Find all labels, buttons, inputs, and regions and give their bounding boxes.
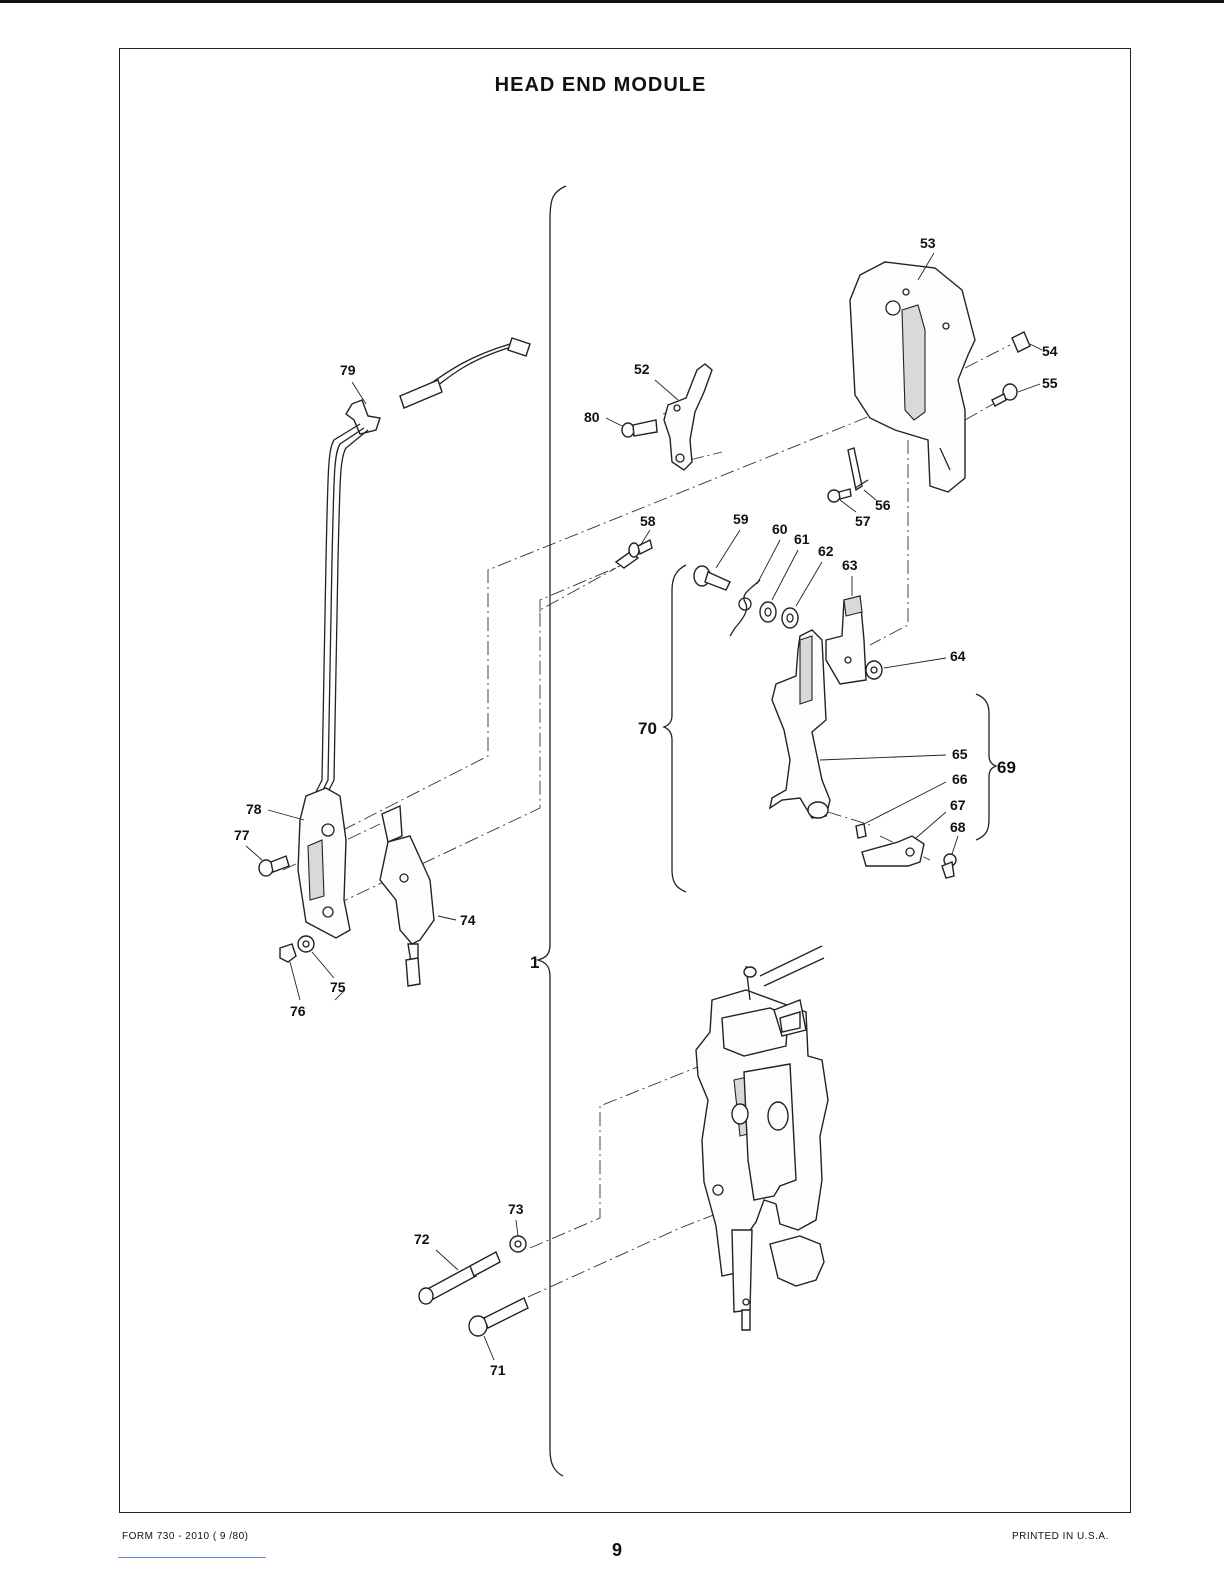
part-77-screw: 77 (234, 827, 289, 876)
form-number: FORM 730 - 2010 ( 9 /80) (122, 1531, 249, 1542)
part-55-screw: 55 (992, 375, 1058, 406)
callout-75: 75 (330, 979, 346, 995)
callout-72: 72 (414, 1231, 430, 1247)
part-57-screw: 57 (828, 489, 871, 529)
part-71-screw: 71 (469, 1298, 528, 1378)
callout-62: 62 (818, 543, 834, 559)
part-75-washer: 75 (298, 936, 346, 995)
callout-63: 63 (842, 557, 858, 573)
part-73-washer: 73 (508, 1201, 526, 1252)
callout-66: 66 (952, 771, 968, 787)
part-60-spring: 60 (730, 521, 788, 636)
callout-77: 77 (234, 827, 250, 843)
part-62-washer: 62 (782, 543, 834, 628)
subassembly-69-bracket (976, 694, 996, 840)
part-58-screw: 58 (616, 513, 656, 568)
callout-65: 65 (952, 746, 968, 762)
callout-74: 74 (460, 912, 476, 928)
callout-67: 67 (950, 797, 966, 813)
printed-notice: PRINTED IN U.S.A. (1012, 1531, 1109, 1542)
part-79-cable-assembly: 79 (312, 338, 530, 800)
subassembly-70-bracket (664, 565, 686, 892)
part-59-shoulder-screw: 59 (694, 511, 749, 590)
callout-79: 79 (340, 362, 356, 378)
part-76-nut: 76 (280, 944, 306, 1019)
part-63-block: 63 (826, 557, 866, 684)
part-56-spring-clip: 56 (848, 448, 891, 513)
callout-57: 57 (855, 513, 871, 529)
callout-78: 78 (246, 801, 262, 817)
footer-underline (118, 1557, 266, 1558)
callout-64: 64 (950, 648, 966, 664)
assembly-bracket (538, 186, 566, 1476)
part-61-washer: 61 (760, 531, 810, 622)
subassembly-70-label: 70 (638, 719, 657, 738)
part-65-lever: 65 (770, 630, 968, 818)
part-54-stud: 54 (1012, 332, 1058, 359)
callout-73: 73 (508, 1201, 524, 1217)
callout-55: 55 (1042, 375, 1058, 391)
callout-71: 71 (490, 1362, 506, 1378)
callout-80: 80 (584, 409, 600, 425)
callout-76: 76 (290, 1003, 306, 1019)
callout-59: 59 (733, 511, 749, 527)
callout-60: 60 (772, 521, 788, 537)
part-80-screw: 80 (584, 409, 657, 437)
callout-52: 52 (634, 361, 650, 377)
page-number: 9 (612, 1540, 622, 1561)
callout-61: 61 (794, 531, 810, 547)
part-53-back-plate: 53 (850, 235, 975, 492)
part-64-nut: 64 (866, 648, 966, 679)
callout-56: 56 (875, 497, 891, 513)
subassembly-69-label: 69 (997, 758, 1016, 777)
part-52-lever: 52 (634, 361, 712, 470)
head-casting-assembly (696, 946, 828, 1330)
part-68-screw: 68 (942, 819, 966, 878)
part-72-long-screw: 72 (414, 1231, 500, 1304)
assembly-label: 1 (530, 953, 539, 972)
callout-58: 58 (640, 513, 656, 529)
callout-54: 54 (1042, 343, 1058, 359)
callout-68: 68 (950, 819, 966, 835)
callout-53: 53 (920, 235, 936, 251)
part-74-actuator: 74 (380, 806, 476, 986)
